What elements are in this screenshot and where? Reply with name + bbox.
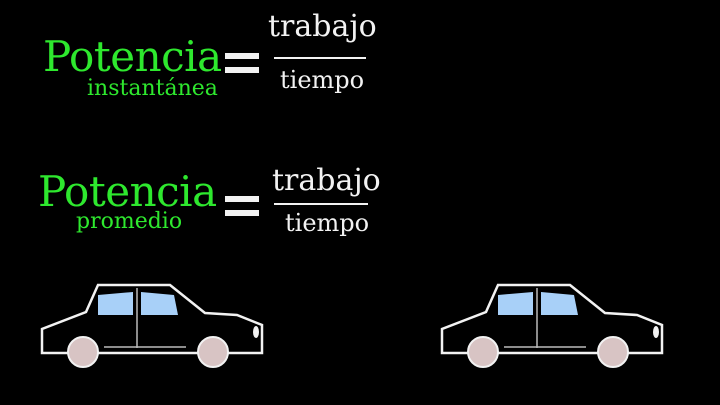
average-label: promedio [76,209,183,234]
denominator-time: tiempo [280,66,365,94]
equals-sign-top [225,53,259,59]
car-right-icon [440,283,664,368]
instantaneous-label: instantánea [87,76,218,101]
equals-sign-bottom [225,67,259,73]
power-label: Potencia [43,32,222,81]
denominator-time: tiempo [285,209,370,237]
fraction-bar [274,57,366,59]
equals-sign-bottom [225,210,259,216]
fraction-bar [274,203,368,205]
car-left-icon [40,283,264,368]
numerator-work: trabajo [272,163,381,198]
equals-sign-top [225,196,259,202]
power-label: Potencia [38,167,217,216]
numerator-work: trabajo [268,9,377,44]
